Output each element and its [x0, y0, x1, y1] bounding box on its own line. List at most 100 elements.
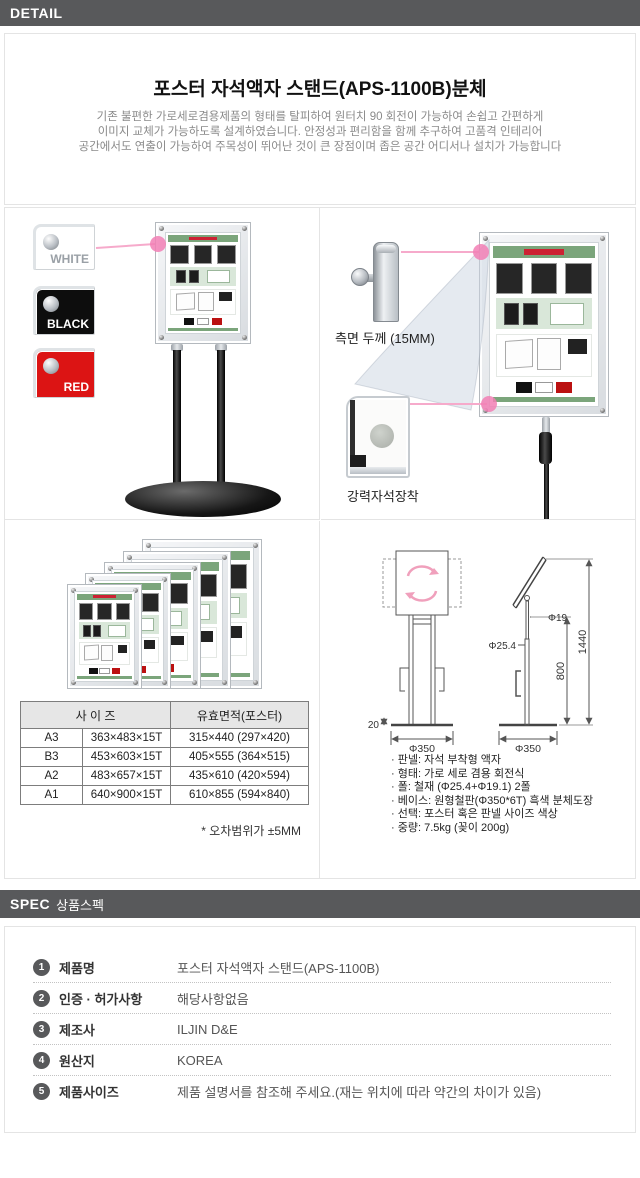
color-swatch-white: WHITE: [33, 224, 95, 270]
size-dims: 363×483×15T: [82, 728, 171, 748]
callout-lines: [401, 244, 497, 412]
mini-poster: [75, 592, 134, 681]
panel-sizes: 사 이 즈 유효면적(포스터) A3 363×483×15T 315×440 (…: [5, 521, 320, 878]
chrome-knob-icon: [43, 358, 59, 374]
callout-lines: [95, 236, 166, 252]
dim-pole-height: 800: [555, 662, 567, 680]
detail-image-grid: WHITE BLACK RED: [4, 207, 636, 879]
poster-footer-band: [76, 676, 133, 679]
description-line: 기존 불편한 가로세로겸용제품의 형태를 탈피하여 원터치 90 회전이 가능하…: [96, 111, 544, 123]
spec-bullet: 선택: 포스터 혹은 판넬 사이즈 색상: [391, 808, 593, 822]
poster-image: [489, 242, 599, 407]
front-view: [382, 550, 462, 727]
spec-header-sublabel: 상품스펙: [56, 897, 104, 913]
dim-base-width-side: Φ350: [515, 743, 541, 755]
table-row: A1 640×900×15T 610×855 (594×840): [20, 785, 309, 805]
screw-icon: [242, 226, 247, 231]
spec-row-value: KOREA: [177, 1052, 223, 1068]
size-header: 사 이 즈: [20, 701, 171, 729]
poster-footer-band: [493, 397, 595, 402]
poster-middle-band: [78, 622, 131, 640]
size-dims: 483×657×15T: [82, 766, 171, 786]
dim-total-height: 1440: [577, 630, 589, 654]
rotate-arrows-icon: [405, 565, 439, 602]
poster-image: [74, 591, 135, 682]
spec-row-origin: 4 원산지 KOREA: [33, 1045, 611, 1076]
spec-row-certification: 2 인증 · 허가사항 해당사항없음: [33, 983, 611, 1014]
panel-color-options: WHITE BLACK RED: [5, 208, 320, 520]
poster-color-chips: [515, 381, 573, 393]
dimension-drawing: 20 Φ350: [368, 550, 593, 755]
size-name: B3: [20, 747, 83, 767]
dim-base-height: 20: [368, 720, 380, 731]
pole-connector: [215, 344, 227, 351]
spec-row-value: ILJIN D&E: [177, 1021, 238, 1037]
side-dimensions: [498, 558, 593, 745]
pole-lower: [543, 464, 549, 519]
dim-pole-lower: Φ25.4: [489, 641, 517, 652]
size-name: A1: [20, 785, 83, 805]
chrome-knob-icon: [43, 296, 59, 312]
spec-number-badge: 2: [33, 989, 50, 1007]
pole-grip: [539, 432, 552, 464]
size-name: A2: [20, 766, 83, 786]
corner-block: [350, 455, 366, 467]
poster-middle-band: [170, 267, 236, 286]
stand-frame: [155, 222, 251, 344]
magnet-corner-detail: [346, 396, 410, 478]
screw-icon: [159, 335, 164, 340]
tolerance-note: * 오차범위가 ±5MM: [201, 824, 301, 838]
stand-base: [125, 481, 281, 517]
thickness-label: 측면 두께 (15MM): [335, 331, 435, 346]
display-frame: [479, 232, 609, 417]
spec-row-value: 포스터 자석액자 스탠드(APS-1100B): [177, 960, 380, 976]
spec-row-label: 제품명: [59, 960, 95, 976]
spec-row-product-size: 5 제품사이즈 제품 설명서를 참조해 주세요.(재는 위치에 따라 약간의 차…: [33, 1076, 611, 1107]
dim-pole-upper: Φ19: [548, 613, 568, 624]
size-table-header-row: 사 이 즈 유효면적(포스터): [20, 701, 309, 729]
poster-image: [165, 232, 241, 334]
size-area: 435×610 (420×594): [170, 766, 309, 786]
callout-dot: [473, 244, 489, 260]
size-area: 405×555 (364×515): [170, 747, 309, 767]
detail-header-label: DETAIL: [10, 5, 63, 21]
panel-technical-drawing: 20 Φ350: [321, 521, 635, 878]
magnet-icon: [370, 424, 394, 448]
spec-row-label: 제품사이즈: [59, 1085, 119, 1100]
pole-connector: [171, 344, 183, 351]
product-description: 기존 불편한 가로세로겸용제품의 형태를 탈피하여 원터치 90 회전이 가능하…: [5, 110, 635, 155]
poster-sketch-area: [496, 334, 592, 377]
size-dims: 640×900×15T: [82, 785, 171, 805]
intro-box: 포스터 자석액자 스탠드(APS-1100B)분체 기존 불편한 가로세로겸용제…: [4, 33, 636, 205]
callout-dot: [481, 396, 497, 412]
color-label: WHITE: [50, 252, 89, 266]
spec-bullet: 중량: 7.5kg (꽂이 200g): [391, 822, 593, 836]
spec-row-value: 해당사항없음: [177, 991, 249, 1007]
spec-bullet: 베이스: 원형철판(Φ350*6T) 흑색 분체도장: [391, 795, 593, 809]
frame-side-profile: [373, 242, 399, 322]
poster-color-chips: [89, 667, 120, 674]
screw-icon: [600, 236, 605, 241]
color-swatch-black: BLACK: [33, 286, 95, 335]
poster-photo-row: [78, 602, 131, 620]
spec-bullet: 형태: 가로 세로 겸용 회전식: [391, 768, 593, 782]
spec-box: 1 제품명 포스터 자석액자 스탠드(APS-1100B) 2 인증 · 허가사…: [4, 926, 636, 1133]
poster-header-band: [76, 593, 133, 600]
table-row: B3 453×603×15T 405×555 (364×515): [20, 747, 309, 767]
mini-poster: [166, 233, 240, 333]
frame-bottom-strip: [350, 467, 406, 474]
table-row: A3 363×483×15T 315×440 (297×420): [20, 728, 309, 748]
description-line: 공간에서도 연출이 가능하여 주목성이 뛰어난 것이 큰 장점이며 좁은 공간 …: [78, 141, 562, 153]
spec-row-product-name: 1 제품명 포스터 자석액자 스탠드(APS-1100B): [33, 952, 611, 983]
detail-section-header: DETAIL: [0, 0, 640, 26]
color-label: RED: [63, 380, 89, 394]
spec-number-badge: 1: [33, 958, 50, 976]
spec-row-value: 제품 설명서를 참조해 주세요.(재는 위치에 따라 약간의 차이가 있음): [177, 1085, 542, 1100]
spec-row-label: 원산지: [59, 1053, 95, 1069]
size-name: A3: [20, 728, 83, 748]
spec-row-label: 제조사: [59, 1022, 95, 1038]
spec-section-header: SPEC 상품스펙: [0, 890, 640, 918]
poster-header-band: [493, 246, 595, 258]
spec-row-manufacturer: 3 제조사 ILJIN D&E: [33, 1014, 611, 1045]
